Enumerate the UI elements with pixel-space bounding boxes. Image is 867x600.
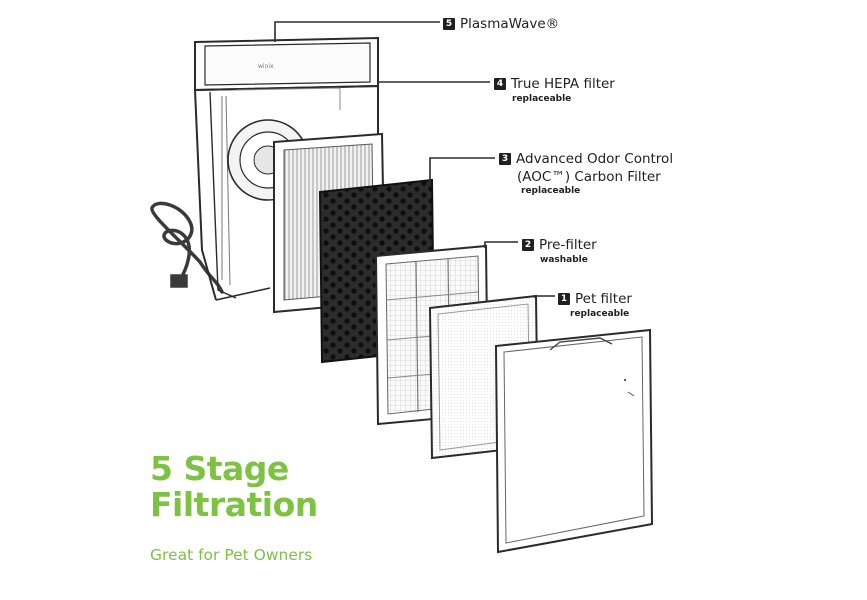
stage-4-label: 4 True HEPA filter replaceable (494, 75, 615, 104)
headline-line-2: Filtration (150, 485, 318, 524)
stage-3-name-line2: (AOC™) Carbon Filter (517, 168, 661, 185)
leader-lines (274, 21, 555, 298)
stage-1-note: replaceable (570, 308, 630, 319)
stage-1-name: Pet filter (575, 291, 632, 307)
stage-3-label: 3 Advanced Odor Control (AOC™) Carbon Fil… (499, 150, 673, 196)
power-cord (150, 201, 224, 294)
stage-1-label: 1 Pet filter replaceable (558, 290, 632, 319)
stage-1-badge: 1 (558, 293, 570, 305)
headline-line-1: 5 Stage (150, 449, 289, 488)
stage-2-label: 2 Pre-filter washable (522, 236, 597, 265)
front-cover (494, 328, 654, 554)
stage-5-badge: 5 (443, 18, 455, 30)
stage-4-name: True HEPA filter (511, 76, 615, 92)
stage-2-note: washable (540, 254, 588, 265)
stage-3-badge: 3 (499, 153, 511, 165)
stage-3-name: Advanced Odor Control (516, 151, 674, 167)
stage-2-name: Pre-filter (539, 237, 597, 253)
stage-3-note: replaceable (521, 186, 581, 196)
stage-5-label: 5 PlasmaWave® (443, 15, 559, 32)
stage-4-note: replaceable (512, 93, 572, 104)
stage-5-name: PlasmaWave® (460, 16, 560, 32)
svg-text:winix: winix (258, 63, 274, 70)
tagline: Great for Pet Owners (150, 546, 313, 564)
stage-2-badge: 2 (522, 239, 534, 251)
stage-4-badge: 4 (494, 78, 506, 90)
